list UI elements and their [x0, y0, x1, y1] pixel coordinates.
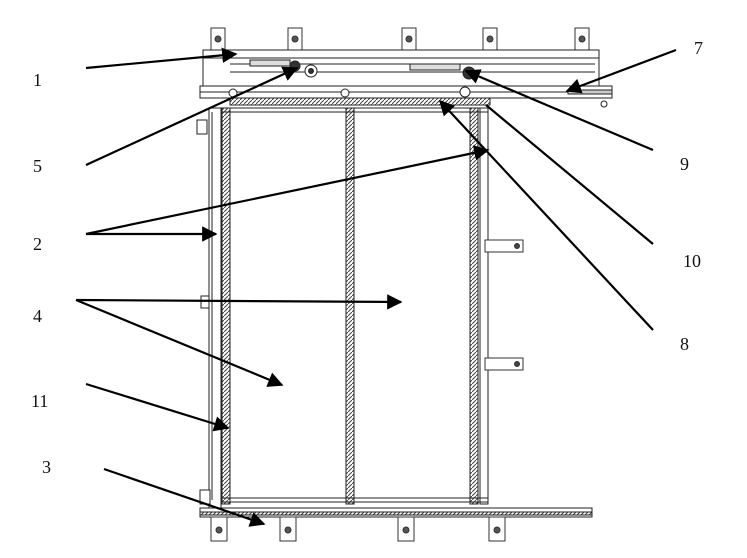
callout-10: 10 — [683, 251, 701, 271]
leader-arrows — [75, 47, 677, 527]
top-bracket — [210, 27, 226, 51]
bottom-bracket — [279, 516, 297, 542]
door-frame — [196, 107, 489, 509]
leader-10 — [485, 104, 654, 245]
bottom-mounting-brackets — [210, 516, 506, 542]
bottom-bracket — [488, 516, 506, 542]
bottom-bracket — [210, 516, 228, 542]
leader-5 — [85, 66, 299, 166]
leader-9 — [464, 69, 654, 152]
leader-2b — [85, 145, 490, 236]
header-beam — [199, 49, 613, 108]
leader-4b — [75, 298, 284, 387]
callout-2: 2 — [33, 234, 42, 254]
leader-4a — [75, 294, 403, 310]
callout-8: 8 — [680, 334, 689, 354]
top-bracket — [401, 27, 417, 51]
callout-5: 5 — [33, 156, 42, 176]
leader-7 — [565, 48, 677, 94]
top-mounting-brackets — [210, 27, 590, 51]
leader-11 — [85, 382, 230, 432]
callout-3: 3 — [42, 457, 51, 477]
callout-9: 9 — [680, 154, 689, 174]
callout-4: 4 — [33, 306, 42, 326]
callout-1: 1 — [33, 70, 42, 90]
top-bracket — [482, 27, 498, 51]
top-bracket — [574, 27, 590, 51]
top-bracket — [287, 27, 303, 51]
leader-3 — [103, 467, 266, 527]
right-hinge-brackets — [484, 239, 524, 371]
callout-7: 7 — [694, 38, 703, 58]
leader-1 — [85, 47, 238, 70]
leader-8 — [438, 99, 654, 331]
callout-labels: 1 5 2 4 11 3 7 9 10 8 — [31, 38, 703, 477]
callout-11: 11 — [31, 391, 48, 411]
bottom-sill — [199, 507, 593, 518]
bottom-bracket — [397, 516, 415, 542]
